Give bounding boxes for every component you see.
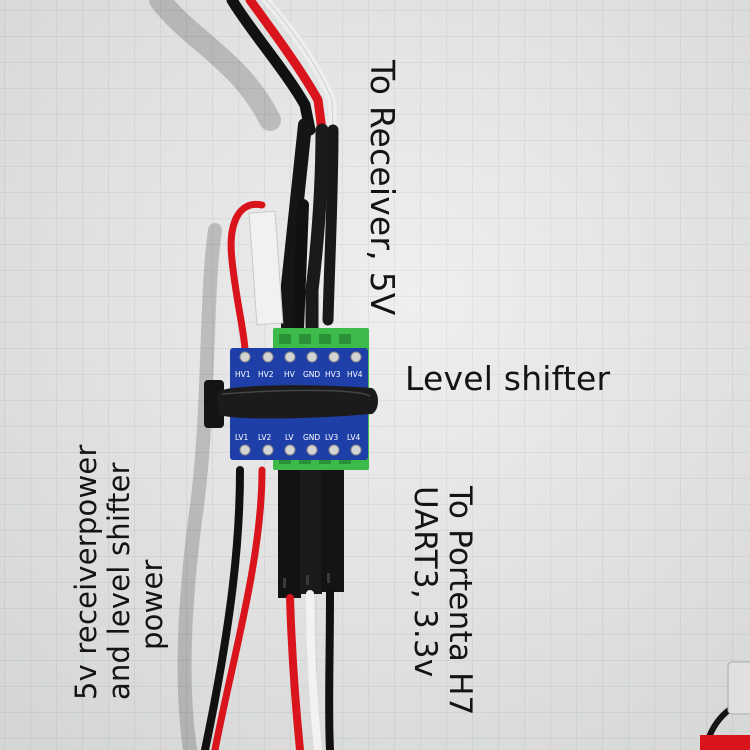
power-line-3: power <box>135 559 169 650</box>
power-line-1: 5v receiverpower <box>69 444 103 700</box>
lv2-pin-label: LV2 <box>258 433 271 442</box>
to-receiver-caption: To Receiver, 5V <box>363 60 402 316</box>
lv1-pin-label: LV1 <box>235 433 248 442</box>
gnd-high-pin-label: GND <box>303 370 320 379</box>
hv4-pin-label: HV4 <box>347 370 363 379</box>
power-line-2: and level shifter <box>102 462 136 700</box>
to-portenta-line-2: UART3, 3.3v <box>407 486 443 678</box>
gnd-low-pin-label: GND <box>303 433 320 442</box>
dupont-connectors <box>278 470 344 598</box>
top-cable-bundle <box>226 0 337 136</box>
power-caption: 5v receiverpower and level shifter power <box>69 444 169 700</box>
corner-connector <box>700 661 750 750</box>
level-shifter-caption: Level shifter <box>405 359 611 398</box>
hv1-pin-label: HV1 <box>235 370 251 379</box>
tape-label <box>248 210 284 326</box>
lv3-pin-label: LV3 <box>325 433 338 442</box>
to-portenta-line-1: To Portenta H7 <box>442 486 478 716</box>
hv2-pin-label: HV2 <box>258 370 274 379</box>
lv-pin-label: LV <box>285 433 294 442</box>
cable-shadows <box>149 0 281 750</box>
lv4-pin-label: LV4 <box>347 433 360 442</box>
hv-pin-label: HV <box>284 370 296 379</box>
portenta-wires <box>286 588 334 750</box>
to-portenta-caption: To Portenta H7 UART3, 3.3v <box>407 486 478 716</box>
power-wires <box>201 200 266 750</box>
hv3-pin-label: HV3 <box>325 370 341 379</box>
rubber-band <box>204 380 378 428</box>
receiver-wires <box>281 118 339 347</box>
